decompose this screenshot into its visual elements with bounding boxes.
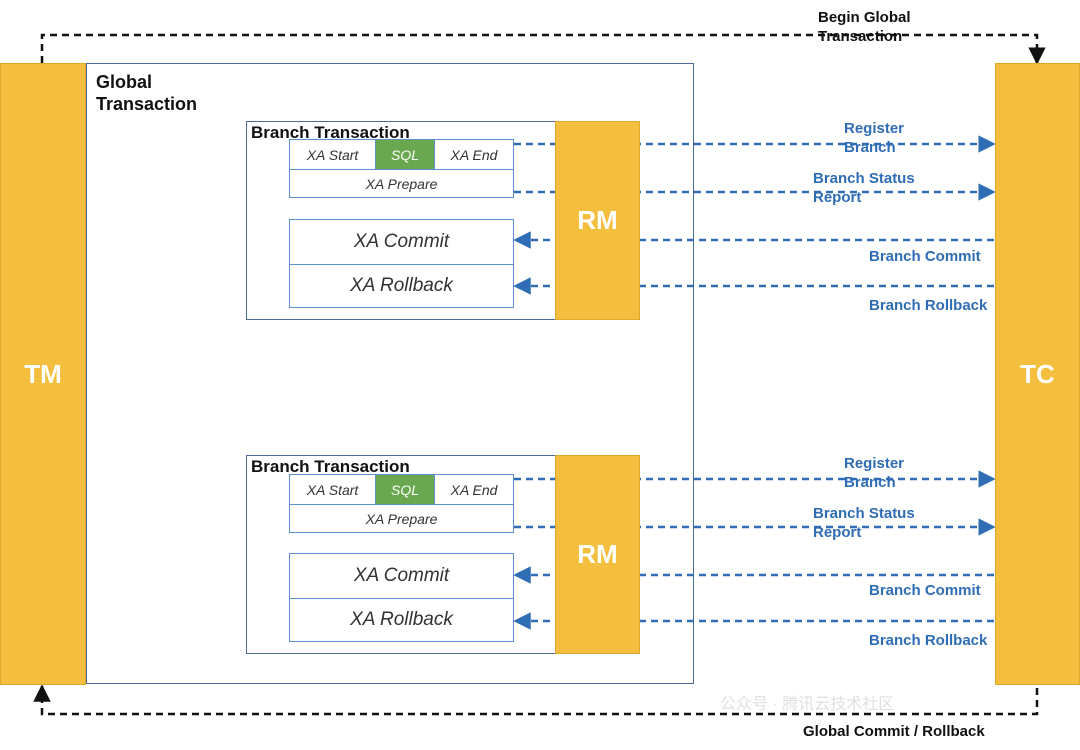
begin-global-label: Begin Global Transaction: [818, 9, 911, 45]
rm-label-1: RM: [577, 205, 618, 235]
tc-label: TC: [1020, 358, 1055, 389]
branch-commit-label-1: Branch Commit: [869, 248, 981, 265]
xa-prepare-cell-1: XA Prepare: [289, 169, 514, 198]
global-commit-rollback-label: Global Commit / Rollback: [803, 723, 985, 740]
register-branch-label-2: Register Branch: [844, 455, 905, 491]
xa-start-cell-2: XA Start: [289, 474, 376, 505]
xa-end-cell-2: XA End: [434, 474, 514, 505]
xa-commit-cell-1: XA Commit: [289, 219, 514, 265]
tm-bar: TM: [0, 63, 86, 685]
branch-transaction-title-2: Branch Transaction: [251, 457, 410, 476]
sql-cell-1: SQL: [375, 139, 435, 170]
global-commit-rollback-arrow: [33, 684, 1039, 716]
xa-prepare-cell-2: XA Prepare: [289, 504, 514, 533]
branch-commit-label-2: Branch Commit: [869, 582, 981, 599]
register-branch-label-1: Register Branch: [844, 120, 905, 156]
begin-global-arrow: [40, 33, 1046, 65]
tm-label: TM: [24, 358, 62, 389]
branch-rollback-label-1: Branch Rollback: [869, 297, 988, 314]
rm-bar-1: RM: [555, 121, 640, 320]
global-transaction-frame: [86, 63, 694, 684]
rm-bar-2: RM: [555, 455, 640, 654]
xa-rollback-cell-1: XA Rollback: [289, 264, 514, 308]
xa-start-cell-1: XA Start: [289, 139, 376, 170]
rm-label-2: RM: [577, 539, 618, 569]
branch-transaction-title-1: Branch Transaction: [251, 123, 410, 142]
sql-cell-2: SQL: [375, 474, 435, 505]
branch-rollback-label-2: Branch Rollback: [869, 632, 988, 649]
branch-status-label-1: Branch Status Report: [813, 170, 915, 206]
xa-end-cell-1: XA End: [434, 139, 514, 170]
tc-bar: TC: [995, 63, 1080, 685]
watermark: 公众号 · 腾讯云技术社区: [720, 696, 895, 713]
xa-rollback-cell-2: XA Rollback: [289, 598, 514, 642]
xa-commit-cell-2: XA Commit: [289, 553, 514, 599]
global-transaction-title: Global Transaction: [96, 72, 198, 114]
branch-status-label-2: Branch Status Report: [813, 505, 915, 541]
